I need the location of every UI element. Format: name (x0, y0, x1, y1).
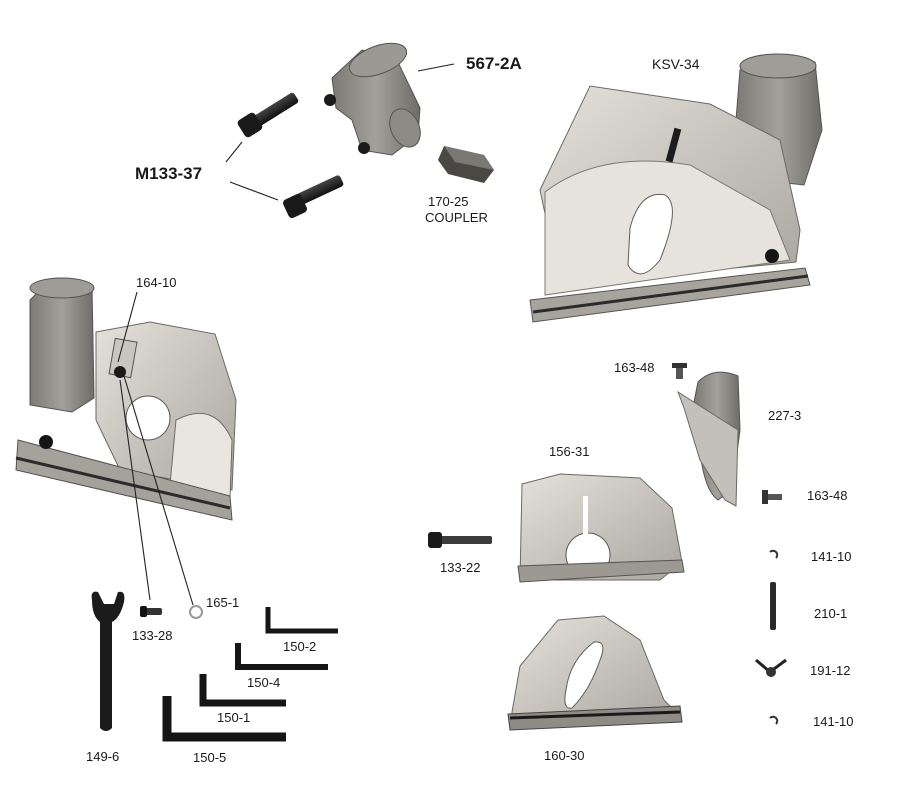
label-227-3: 227-3 (768, 408, 801, 423)
part-160-30-blade-guard (507, 615, 683, 731)
part-567-2a-housing (324, 42, 421, 156)
label-163-48-top: 163-48 (614, 360, 654, 375)
label-150-2: 150-2 (283, 639, 316, 654)
label-191-12: 191-12 (810, 663, 850, 678)
part-163-48-screw-side (762, 490, 782, 504)
label-160-30: 160-30 (544, 748, 584, 763)
part-227-3-elbow (677, 371, 741, 507)
part-141-10-clip-upper (769, 549, 779, 559)
label-141-10-upper: 141-10 (811, 549, 851, 564)
part-left-guard-assembly (15, 277, 237, 521)
label-163-48-side: 163-48 (807, 488, 847, 503)
label-141-10-lower: 141-10 (813, 714, 853, 729)
label-133-28: 133-28 (132, 628, 172, 643)
label-150-4: 150-4 (247, 675, 280, 690)
part-m133-37-screw-lower (283, 175, 344, 218)
label-150-1: 150-1 (217, 710, 250, 725)
label-170-25-desc: COUPLER (425, 210, 488, 225)
label-149-6: 149-6 (86, 749, 119, 764)
part-150-4-hex-key (235, 643, 328, 670)
part-156-31-guard-plate (517, 473, 685, 583)
label-133-22: 133-22 (440, 560, 480, 575)
part-150-5-hex-key (162, 696, 286, 742)
part-m133-37-screw-upper (237, 92, 299, 138)
label-567-2a: 567-2A (466, 54, 522, 73)
part-149-6-wrench (91, 591, 125, 731)
part-150-2-hex-key (265, 607, 338, 634)
label-156-31: 156-31 (549, 444, 589, 459)
label-ksv-34: KSV-34 (652, 56, 700, 72)
label-164-10: 164-10 (136, 275, 176, 290)
part-133-22-screw (428, 532, 492, 548)
part-191-12-spring (755, 658, 787, 677)
label-170-25: 170-25 (428, 194, 468, 209)
part-210-1-pin (770, 582, 776, 630)
label-165-1: 165-1 (206, 595, 239, 610)
part-163-48-screw-top (672, 363, 687, 379)
part-133-28-screw (140, 606, 162, 617)
label-m133-37: M133-37 (135, 164, 202, 183)
part-170-25-coupler (438, 146, 494, 183)
label-210-1: 210-1 (814, 606, 847, 621)
leader-lines (117, 63, 455, 606)
part-165-1-washer (189, 605, 203, 619)
part-150-1-hex-key (199, 674, 286, 707)
part-141-10-clip-lower (769, 715, 779, 725)
part-ksv-34-assembly (529, 53, 823, 323)
label-150-5: 150-5 (193, 750, 226, 765)
